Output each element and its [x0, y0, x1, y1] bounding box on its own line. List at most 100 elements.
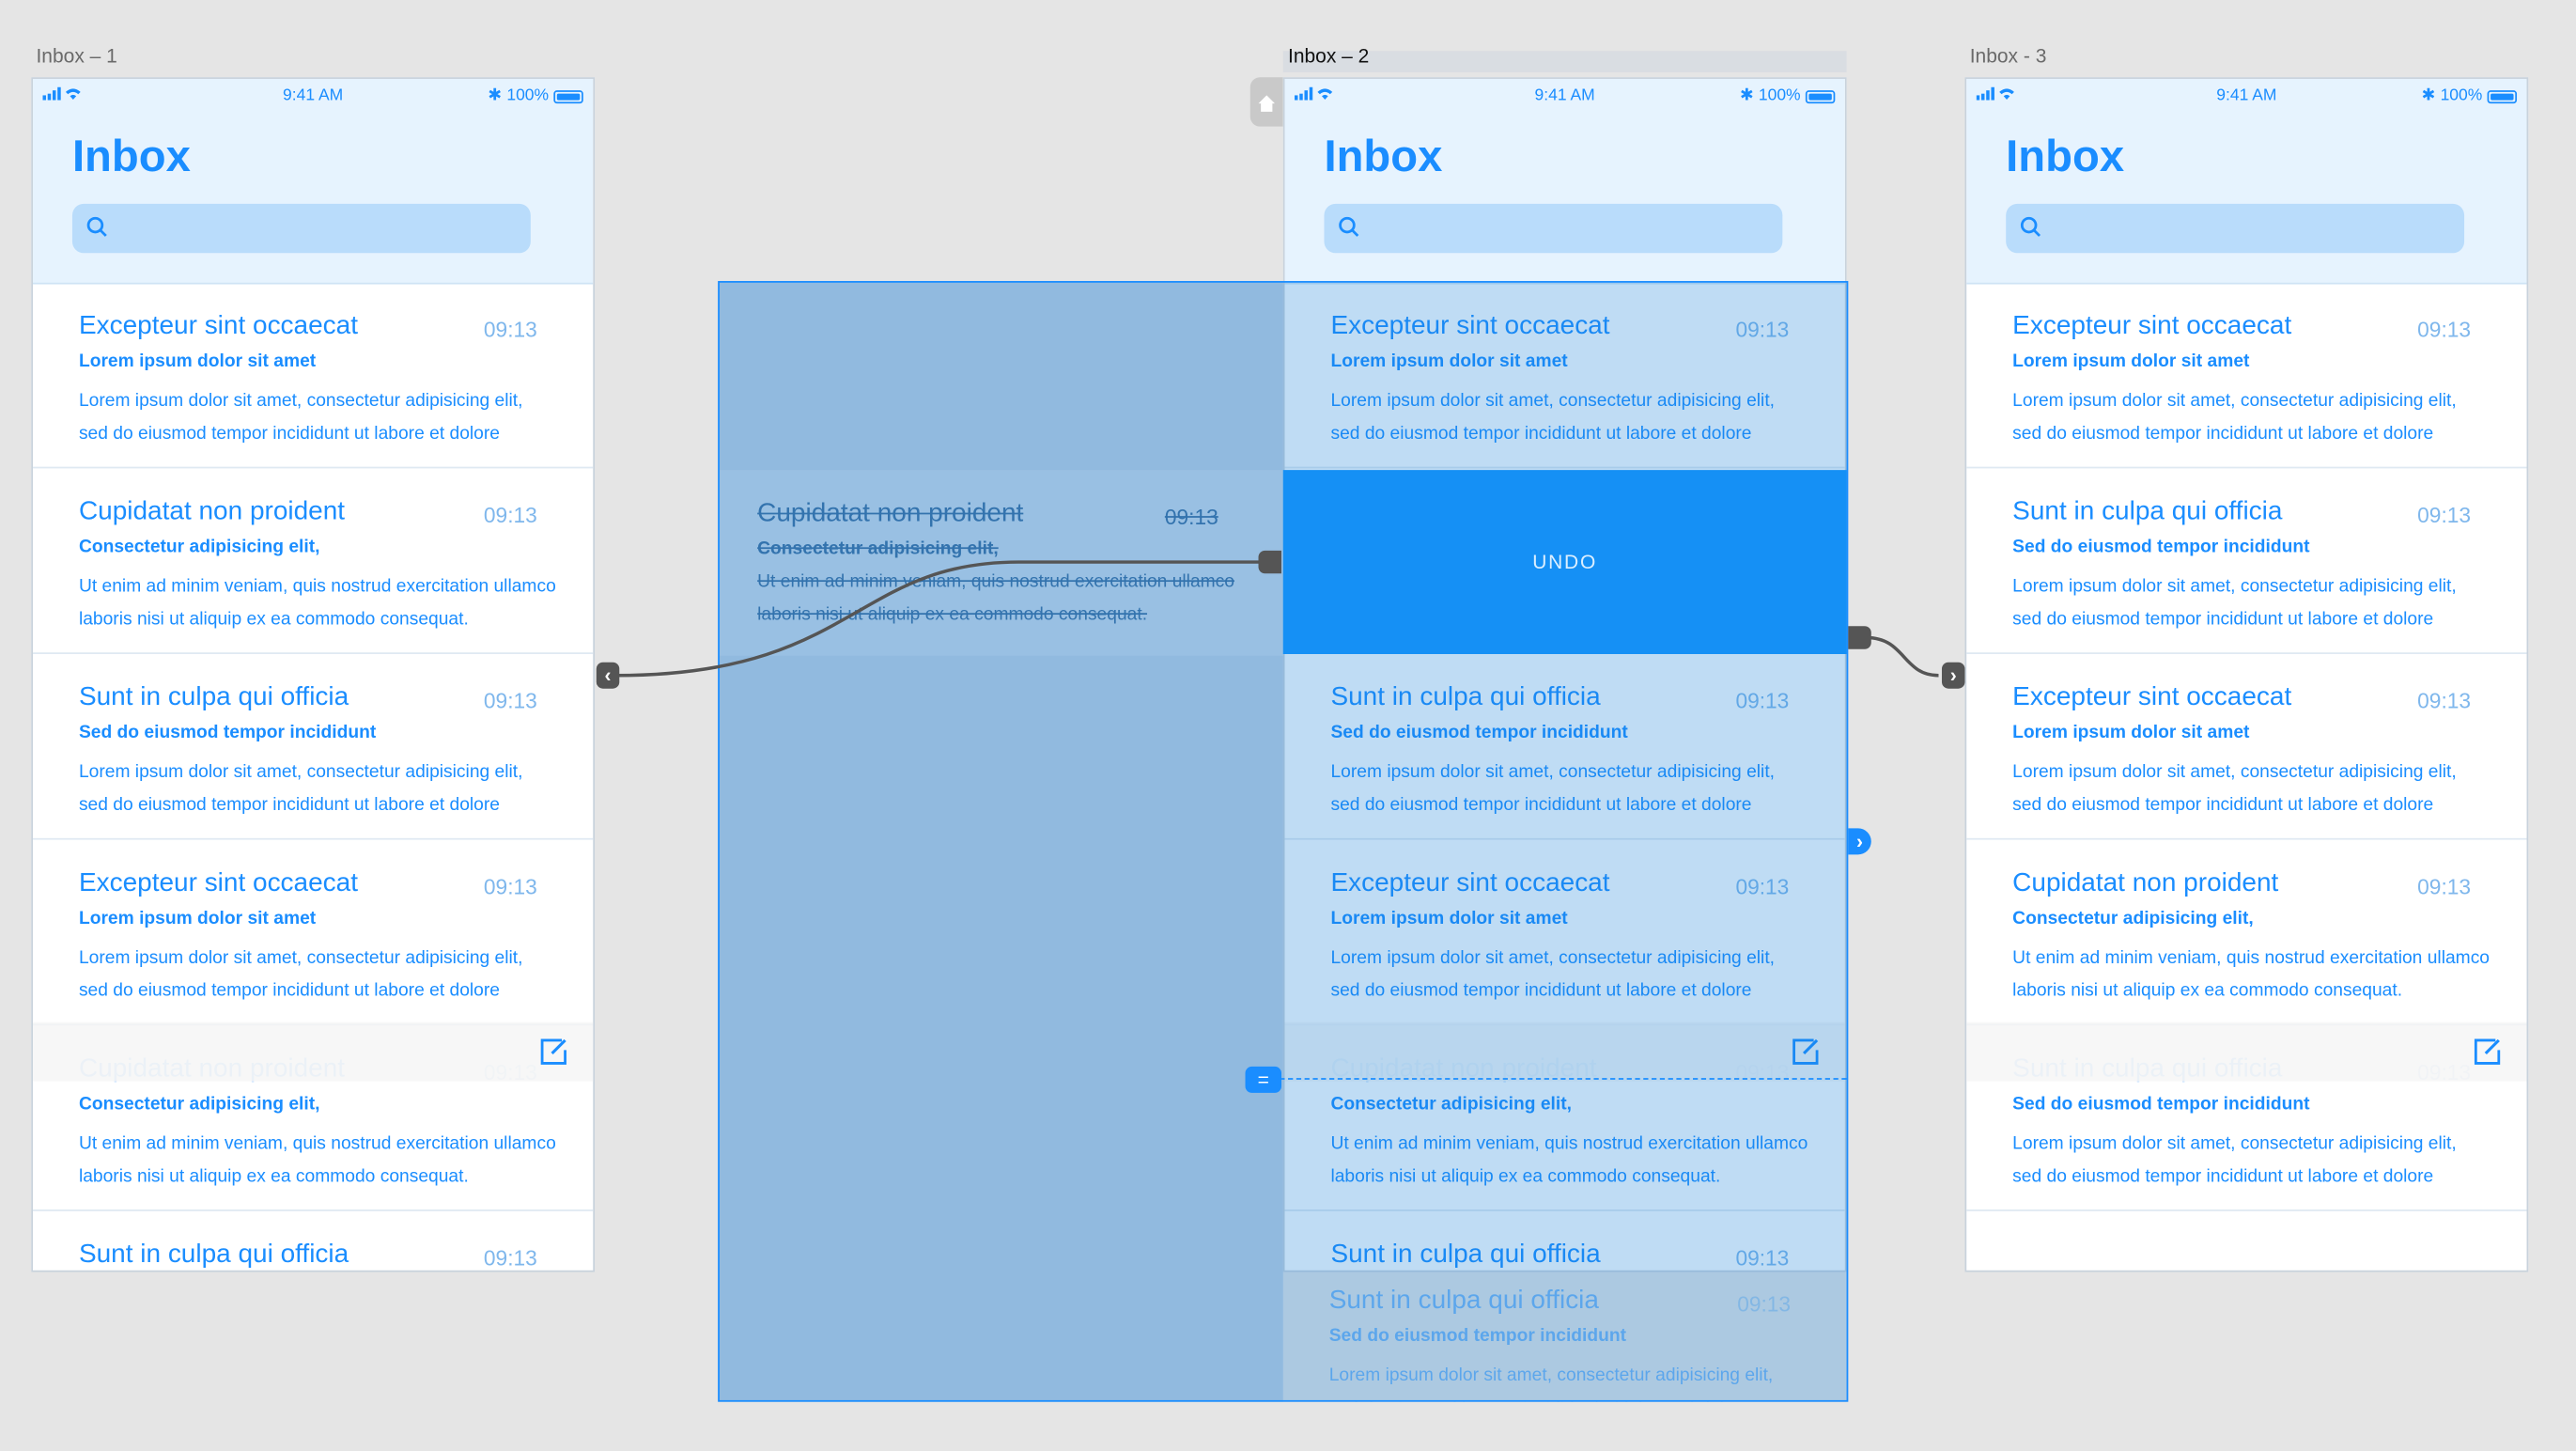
- mail-preview-line: Ut enim ad minim veniam, quis nostrud ex…: [78, 576, 556, 597]
- mail-subject: Sunt in culpa qui officia: [1328, 1287, 1599, 1315]
- battery-group: ✱ 100%: [1739, 86, 1836, 105]
- mail-sender: Sed do eiusmod tempor incididunt: [1328, 1326, 1627, 1347]
- mail-preview-line: Ut enim ad minim veniam, quis nostrud ex…: [1330, 1133, 1808, 1154]
- bottom-toolbar: [32, 1022, 594, 1082]
- frame-label-inbox-2[interactable]: Inbox – 2: [1287, 44, 1370, 68]
- mail-sender: Lorem ipsum dolor sit amet: [2012, 351, 2250, 372]
- mail-sender: Consectetur adipisicing elit,: [757, 538, 999, 559]
- mail-preview: Ut enim ad minim veniam, quis nostrud ex…: [2012, 942, 2490, 1007]
- mail-preview: Lorem ipsum dolor sit amet, consectetur …: [79, 756, 523, 821]
- compose-icon[interactable]: [537, 1036, 570, 1077]
- fixed-position-guide: [1280, 1078, 1847, 1080]
- mail-sender: Sed do eiusmod tempor incididunt: [78, 723, 377, 743]
- status-time: 9:41 AM: [1534, 86, 1595, 105]
- mail-preview-line: laboris nisi ut aliquip ex ea commodo co…: [78, 609, 469, 630]
- mail-preview: Ut enim ad minim veniam, quis nostrud ex…: [79, 1128, 556, 1194]
- search-input[interactable]: [2006, 203, 2465, 254]
- inbox-2-artboard[interactable]: 9:41 AM ✱ 100% Inbox Excepteur sint occa…: [1282, 77, 1847, 1272]
- mail-preview: Lorem ipsum dolor sit amet, consectetur …: [2012, 1128, 2457, 1194]
- mail-preview-line: Lorem ipsum dolor sit amet, consectetur …: [1330, 391, 1776, 412]
- battery-percent: 100%: [2440, 86, 2483, 105]
- mail-preview: Lorem ipsum dolor sit amet, consectetur …: [1330, 384, 1775, 450]
- mail-subject: Sunt in culpa qui officia: [78, 1240, 349, 1270]
- mail-subject: Sunt in culpa qui officia: [1330, 683, 1601, 712]
- search-input[interactable]: [71, 203, 531, 254]
- search-icon: [2019, 215, 2041, 246]
- hotspot-handle-icon[interactable]: [1848, 626, 1871, 649]
- undo-button[interactable]: UNDO: [1282, 470, 1847, 654]
- scroll-selection-overlay[interactable]: [718, 281, 1849, 1402]
- hotspot-handle-icon[interactable]: [1258, 550, 1282, 574]
- frame-label-inbox-1[interactable]: Inbox – 1: [36, 44, 117, 68]
- mail-preview-line: Ut enim ad minim veniam, quis nostrud ex…: [2012, 948, 2491, 968]
- chevron-left-icon[interactable]: ‹: [596, 662, 620, 689]
- inbox-header: 9:41 AM ✱ 100% Inbox: [1966, 78, 2527, 285]
- mail-sender: Consectetur adipisicing elit,: [78, 537, 320, 557]
- mail-time: 09:13: [483, 874, 537, 899]
- mail-sender: Lorem ipsum dolor sit amet: [2012, 723, 2250, 743]
- mail-preview: Lorem ipsum dolor sit amet, consectetur …: [2012, 570, 2457, 636]
- mail-sender: Sed do eiusmod tempor incididunt: [1330, 723, 1628, 743]
- mail-preview-line: Lorem ipsum dolor sit amet, consectetur …: [2012, 762, 2457, 783]
- mail-time: 09:13: [483, 688, 537, 713]
- bluetooth-icon: ✱: [1739, 86, 1754, 105]
- mail-preview-line: sed do eiusmod tempor incididunt ut labo…: [1330, 980, 1752, 1001]
- battery-icon: [1805, 89, 1836, 103]
- mail-preview-line: sed do eiusmod tempor incididunt ut labo…: [2012, 1166, 2434, 1187]
- mail-subject: Excepteur sint occaecat: [1330, 869, 1610, 897]
- bottom-toolbar: [1284, 1022, 1845, 1082]
- status-time: 9:41 AM: [2216, 86, 2277, 105]
- mail-preview-line: laboris nisi ut aliquip ex ea commodo co…: [757, 604, 1148, 625]
- inbox-3-artboard[interactable]: 9:41 AM ✱ 100% Inbox Excepteur sint occa…: [1964, 77, 2529, 1272]
- mail-subject: Excepteur sint occaecat: [78, 869, 359, 897]
- battery-icon: [553, 89, 583, 103]
- mail-preview-line: Ut enim ad minim veniam, quis nostrud ex…: [78, 1133, 556, 1154]
- home-icon[interactable]: [1249, 77, 1283, 127]
- chevron-right-icon[interactable]: ›: [1941, 662, 1965, 689]
- mail-time: 09:13: [2417, 503, 2472, 528]
- battery-group: ✱ 100%: [2421, 86, 2518, 105]
- mail-time: 09:13: [2417, 688, 2472, 713]
- mail-sender: Lorem ipsum dolor sit amet: [78, 351, 317, 372]
- fixed-position-handle-icon[interactable]: =: [1245, 1066, 1282, 1093]
- mail-time: 09:13: [2417, 874, 2472, 899]
- chevron-right-icon[interactable]: ›: [1848, 828, 1871, 855]
- mail-preview: Ut enim ad minim veniam, quis nostrud ex…: [79, 570, 556, 636]
- mail-subject: Sunt in culpa qui officia: [1330, 1240, 1601, 1270]
- mail-preview: Ut enim ad minim veniam, quis nostrud ex…: [1330, 1128, 1808, 1194]
- mail-preview-line: sed do eiusmod tempor incididunt ut labo…: [78, 795, 500, 816]
- inbox-1-artboard[interactable]: 9:41 AM ✱ 100% Inbox Excepteur sint occa…: [31, 77, 596, 1272]
- mail-sender: Lorem ipsum dolor sit amet: [78, 909, 317, 929]
- mail-preview: Lorem ipsum dolor sit amet, consectetur …: [1330, 942, 1775, 1007]
- frame-label-inbox-3[interactable]: Inbox - 3: [1969, 44, 2047, 68]
- mail-sender: Consectetur adipisicing elit,: [78, 1094, 320, 1115]
- status-time: 9:41 AM: [283, 86, 344, 105]
- mail-time: 09:13: [483, 317, 537, 342]
- mail-preview-line: sed do eiusmod tempor incididunt ut labo…: [2012, 795, 2434, 816]
- bluetooth-icon: ✱: [2421, 86, 2436, 105]
- mail-subject: Cupidatat non proident: [2012, 869, 2279, 897]
- mail-preview-line: laboris nisi ut aliquip ex ea commodo co…: [2012, 980, 2403, 1001]
- mail-preview-line: Lorem ipsum dolor sit amet, consectetur …: [1330, 948, 1776, 968]
- compose-icon[interactable]: [2471, 1036, 2504, 1077]
- battery-percent: 100%: [506, 86, 550, 105]
- mail-preview-line: Lorem ipsum dolor sit amet, consectetur …: [78, 948, 523, 968]
- compose-icon[interactable]: [1789, 1036, 1822, 1077]
- search-input[interactable]: [1324, 203, 1783, 254]
- mail-subject: Excepteur sint occaecat: [78, 312, 359, 340]
- mail-sender: Sed do eiusmod tempor incididunt: [2012, 537, 2310, 557]
